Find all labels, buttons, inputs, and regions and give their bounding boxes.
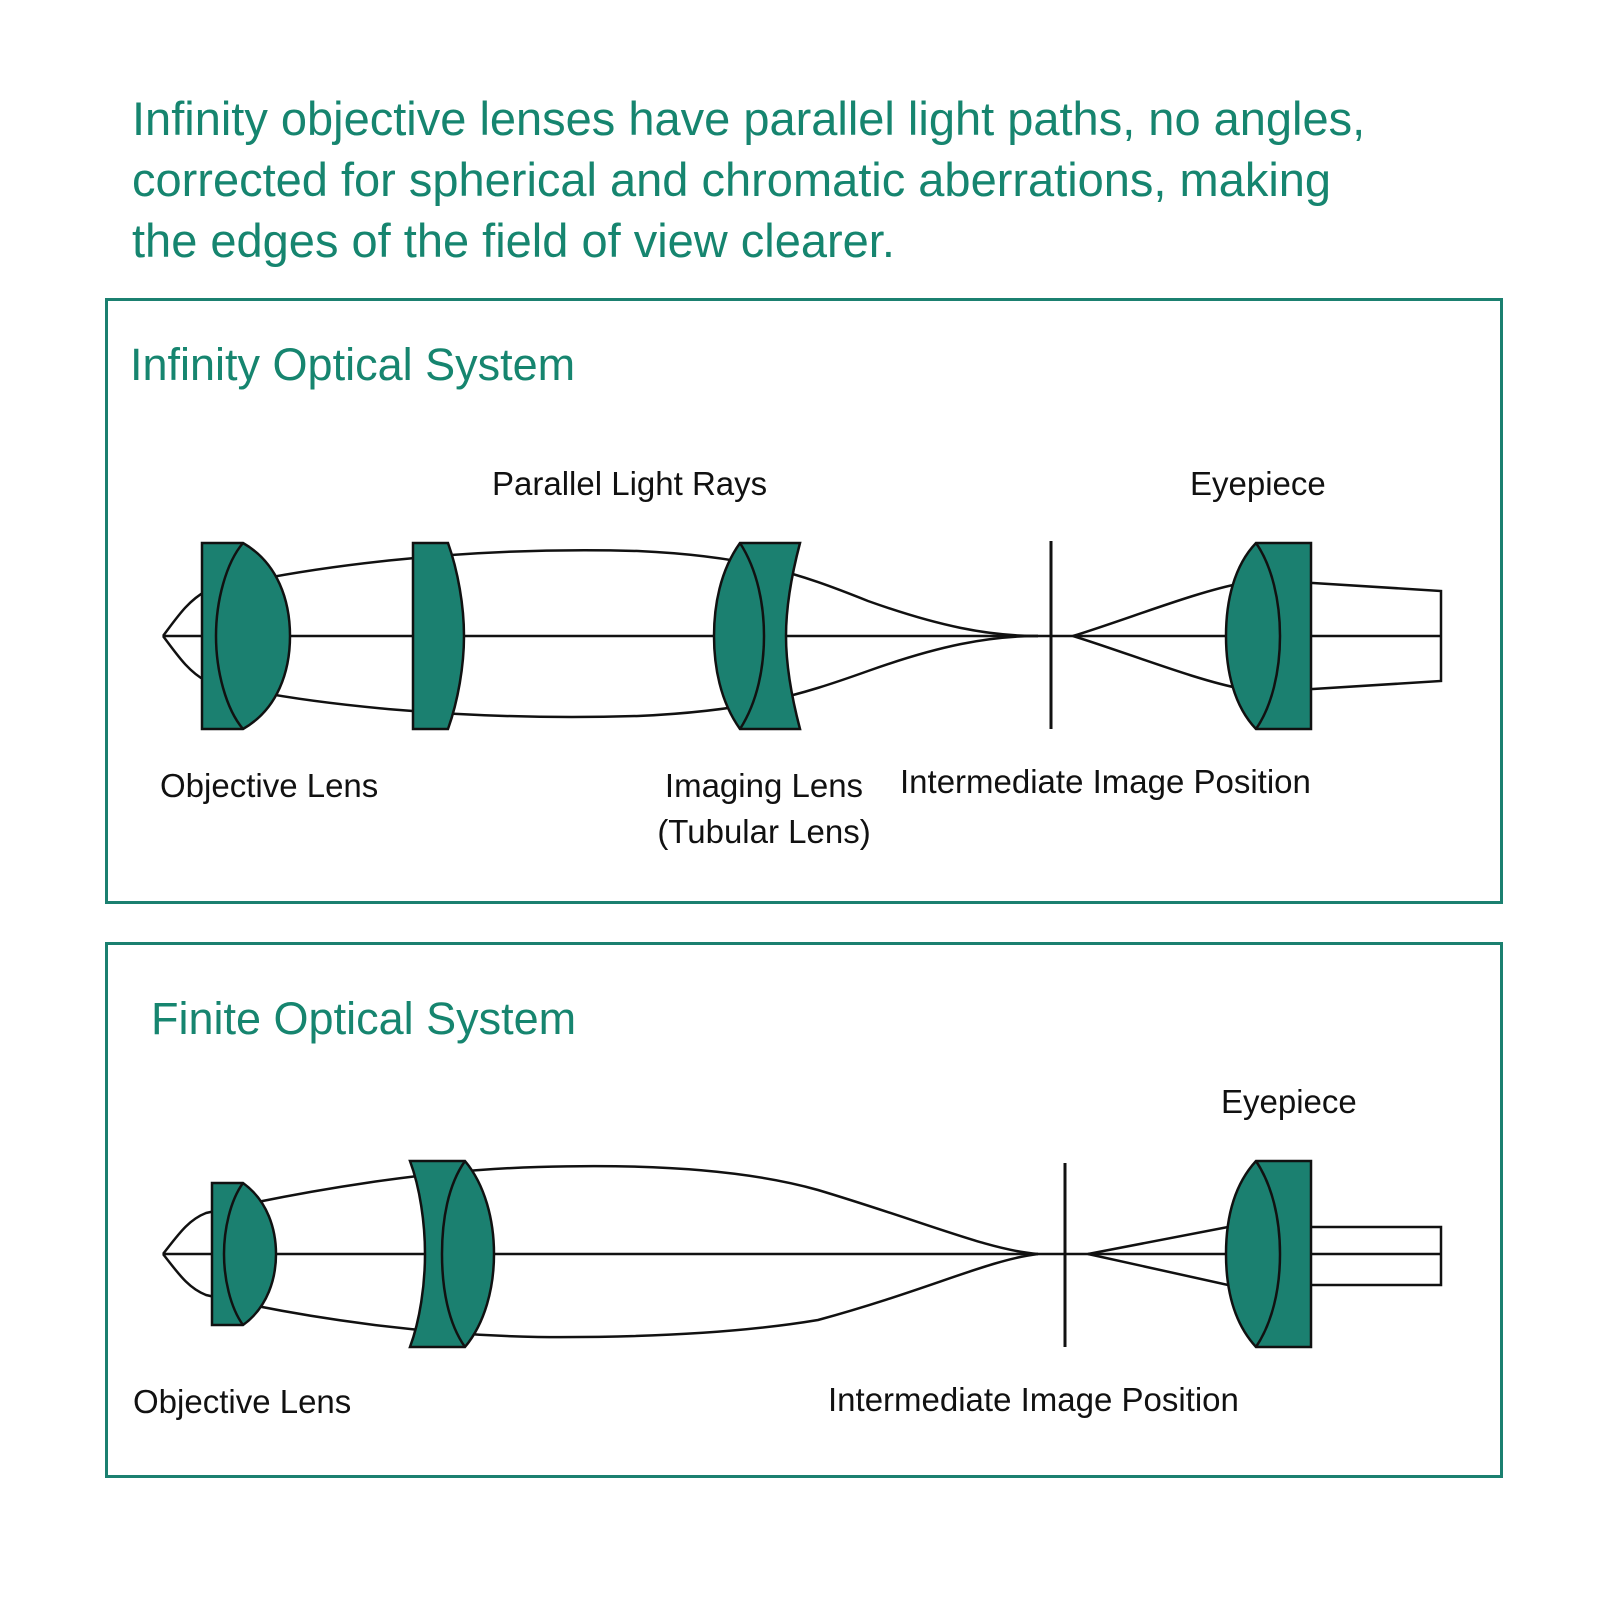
infinity-system-panel: Infinity Optical System: [105, 298, 1503, 904]
intro-line-3: the edges of the field of view clearer.: [132, 214, 895, 267]
infinity-optics-diagram: [161, 541, 1443, 731]
eyepiece-shape: [1224, 1159, 1313, 1349]
imaging-lens-shape: [712, 541, 802, 731]
parallel-rays-label: Parallel Light Rays: [492, 465, 768, 502]
ray-upper: [162, 1164, 1039, 1256]
ray-eyepiece-lower: [1087, 1252, 1443, 1287]
infinity-system-title: Infinity Optical System: [130, 339, 576, 390]
imaging-lens-label-line1: Imaging Lens: [664, 767, 864, 804]
intro-text: Infinity objective lenses have parallel …: [132, 88, 1552, 271]
finite-eyepiece-label: Eyepiece: [1221, 1083, 1357, 1120]
objective-lens-shape: [200, 541, 292, 731]
ray-lower: [161, 634, 1039, 719]
objective-lens-shape: [210, 1181, 278, 1327]
second-lens-shape: [411, 541, 466, 731]
intro-line-1: Infinity objective lenses have parallel …: [132, 92, 1366, 145]
ray-lower: [162, 1252, 1039, 1339]
imaging-lens-label-line2: (Tubular Lens): [657, 813, 871, 850]
eyepiece-shape: [1224, 541, 1313, 731]
finite-system-panel: Finite Optical System Eyepiece: [105, 942, 1503, 1478]
infinity-objective-lens-label: Objective Lens: [160, 767, 379, 804]
finite-optics-diagram: [162, 1159, 1443, 1349]
finite-objective-lens-label: Objective Lens: [133, 1383, 352, 1420]
finite-intermediate-image-label: Intermediate Image Position: [828, 1381, 1239, 1418]
ray-eyepiece-upper: [1087, 1225, 1443, 1256]
intro-line-2: corrected for spherical and chromatic ab…: [132, 153, 1332, 206]
second-lens-shape: [408, 1159, 496, 1349]
imaging-lens-label: Imaging Lens (Tubular Lens): [634, 767, 894, 851]
infinity-intermediate-image-label: Intermediate Image Position: [900, 763, 1311, 800]
infinity-eyepiece-label: Eyepiece: [1190, 465, 1326, 502]
ray-upper: [161, 548, 1039, 638]
finite-system-title: Finite Optical System: [151, 993, 577, 1044]
